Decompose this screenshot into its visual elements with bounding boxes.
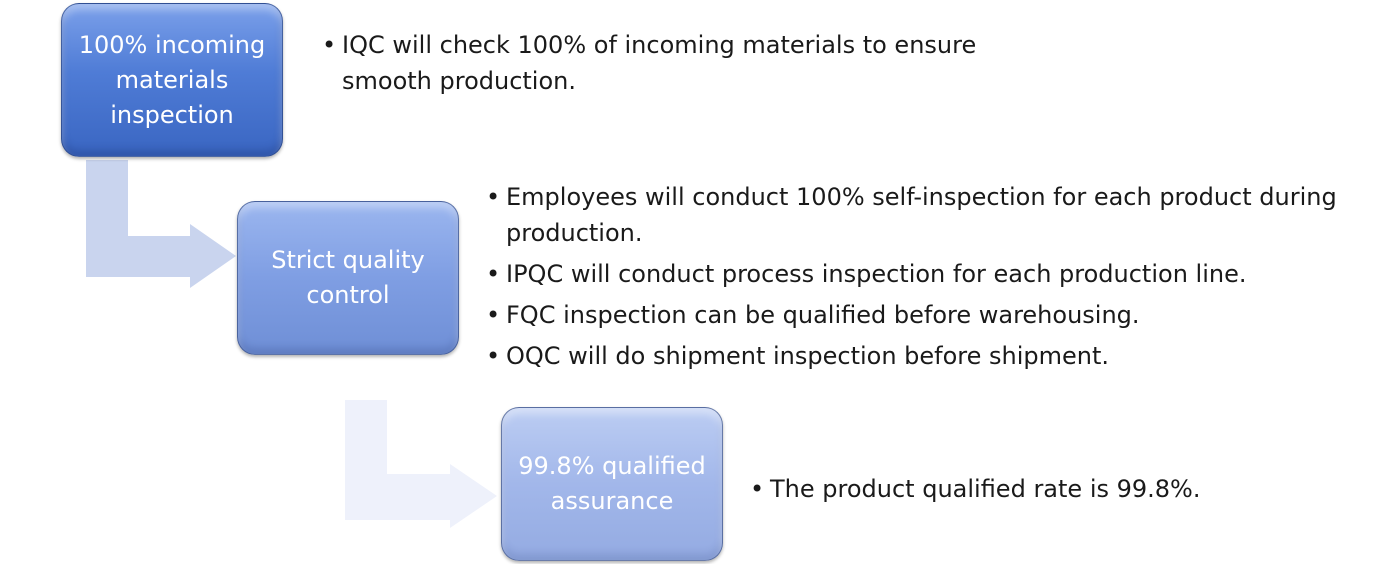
connector-arrow-1 [86, 160, 236, 288]
step-1-bullet-list: IQC will check 100% of incoming material… [322, 27, 1022, 99]
bullet-item: Employees will conduct 100% self-inspect… [486, 179, 1386, 251]
step-box-label: 99.8% qualified assurance [518, 452, 706, 515]
step-3-bullet-list: The product qualified rate is 99.8%. [750, 471, 1370, 507]
bullet-item: The product qualified rate is 99.8%. [750, 471, 1370, 507]
step-box-incoming-inspection: 100% incoming materials inspection [61, 3, 283, 157]
step-box-label: Strict quality control [271, 246, 425, 309]
bullet-item: IQC will check 100% of incoming material… [322, 27, 1022, 99]
step-box-quality-control: Strict quality control [237, 201, 459, 355]
step-box-label: 100% incoming materials inspection [78, 30, 266, 129]
step-2-bullet-list: Employees will conduct 100% self-inspect… [486, 179, 1386, 379]
bullet-item: FQC inspection can be qualified before w… [486, 297, 1386, 333]
connector-arrow-2 [345, 400, 497, 528]
bullet-item: OQC will do shipment inspection before s… [486, 338, 1386, 374]
bullet-item: IPQC will conduct process inspection for… [486, 256, 1386, 292]
step-box-qualified-assurance: 99.8% qualified assurance [501, 407, 723, 561]
